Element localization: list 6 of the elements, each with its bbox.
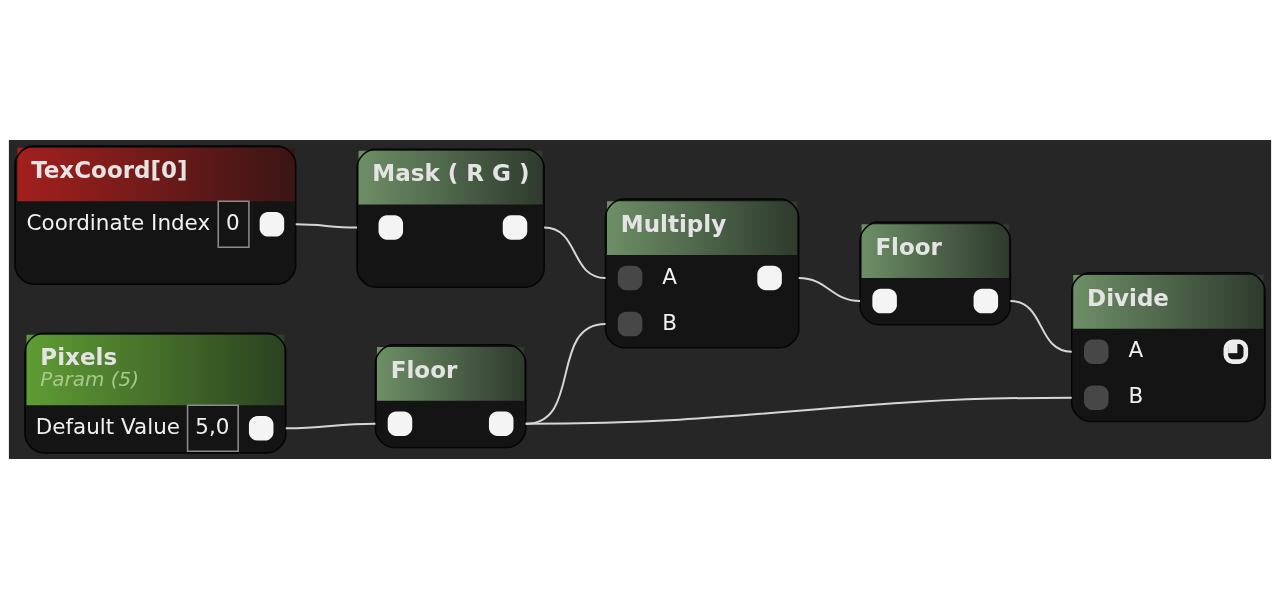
connector (284, 422, 377, 429)
connector (1009, 299, 1073, 353)
connector (797, 276, 862, 302)
connector (543, 225, 607, 279)
connector (524, 396, 1073, 425)
connector (294, 222, 359, 228)
